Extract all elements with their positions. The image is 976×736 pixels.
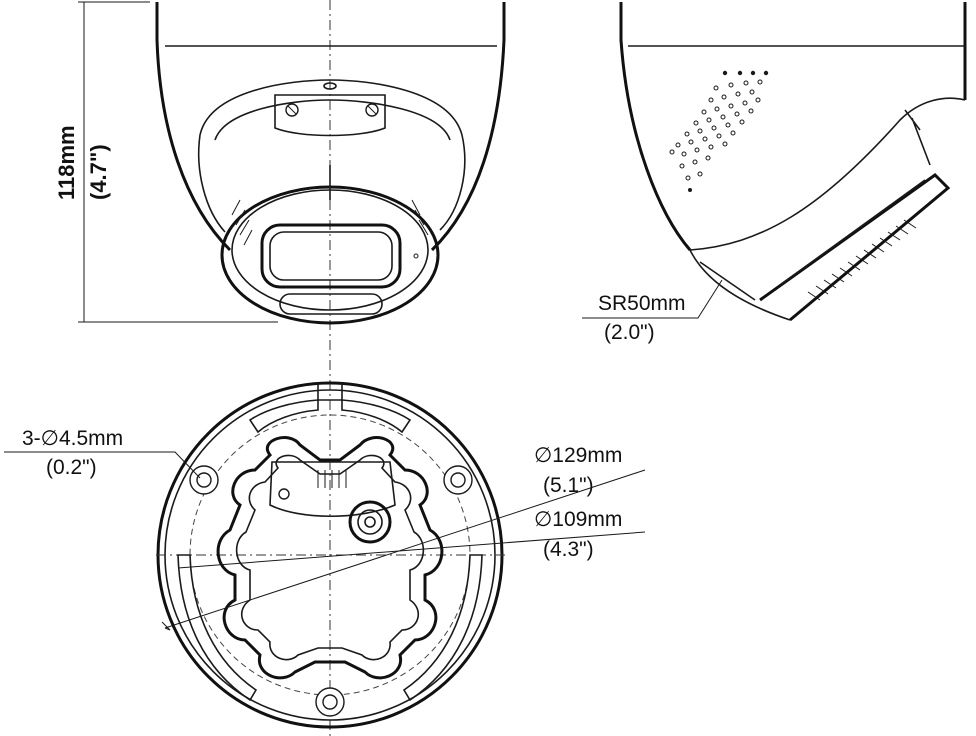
- dia129-in-label: (5.1"): [543, 474, 594, 497]
- screw-plate: [274, 94, 386, 137]
- lens-dome-curve: [689, 249, 791, 321]
- top-notch: [317, 383, 343, 401]
- top-indicator: [323, 82, 337, 90]
- arm-joint: [904, 109, 931, 166]
- hole-in-label: (0.2"): [46, 456, 97, 479]
- lens-window: [260, 223, 402, 289]
- sr-in-label: (2.0"): [604, 321, 655, 344]
- arrow-icon: [161, 621, 171, 631]
- dia109-leader: [177, 531, 646, 569]
- dia109-in-label: (4.3"): [543, 538, 594, 561]
- ir-window: [279, 293, 383, 315]
- cable-plate: [269, 461, 396, 518]
- outer-ring-left: [197, 134, 226, 233]
- slot-right: [402, 554, 483, 702]
- sensor-dot: [413, 253, 419, 259]
- housing-left-edge: [155, 2, 232, 252]
- housing-right-edge: [430, 2, 506, 252]
- bottom-view: 3-∅4.5mm (0.2") ∅129mm (5.1") ∅109mm (4.…: [4, 381, 646, 729]
- side-housing-bottom: [689, 97, 966, 251]
- mount-bracket: [216, 436, 444, 680]
- slot-left: [177, 554, 258, 702]
- front-view: 118mm (4.7"): [54, 0, 506, 736]
- cable-gland-inner: [357, 509, 383, 535]
- cable-gland: [348, 500, 392, 544]
- mount-arm: [759, 173, 951, 322]
- screw-icon: [450, 472, 466, 488]
- lens-dome-inner: [699, 261, 756, 301]
- inner-ring: [214, 99, 451, 141]
- sr-mm-label: SR50mm: [598, 292, 686, 315]
- lens-glass: [269, 231, 393, 281]
- side-housing-front: [619, 2, 692, 251]
- hole-mm-label: 3-∅4.5mm: [22, 427, 123, 450]
- height-mm-label: 118mm: [54, 125, 79, 200]
- vent-fins: [807, 219, 917, 301]
- slot-top-right: [341, 399, 412, 434]
- dia129-leader: [164, 469, 646, 629]
- cable-gland-core: [364, 516, 376, 528]
- dia109-mm-label: ∅109mm: [534, 508, 622, 531]
- screw-icon: [322, 694, 338, 710]
- dia129-mm-label: ∅129mm: [534, 444, 622, 467]
- slot-top-left: [248, 399, 319, 434]
- side-view: SR50mm (2.0"): [582, 2, 967, 344]
- height-in-label: (4.7"): [86, 144, 111, 200]
- outer-ring: [199, 79, 466, 231]
- sr-leader: [582, 279, 723, 319]
- connector-pins: [317, 470, 347, 488]
- screw-icon: [278, 488, 290, 500]
- vent-holes: [669, 70, 769, 192]
- hole-leader: [4, 451, 201, 479]
- grip-knurl: [231, 199, 429, 246]
- screw-icon: [196, 472, 212, 488]
- mount-arm-edge: [779, 179, 926, 286]
